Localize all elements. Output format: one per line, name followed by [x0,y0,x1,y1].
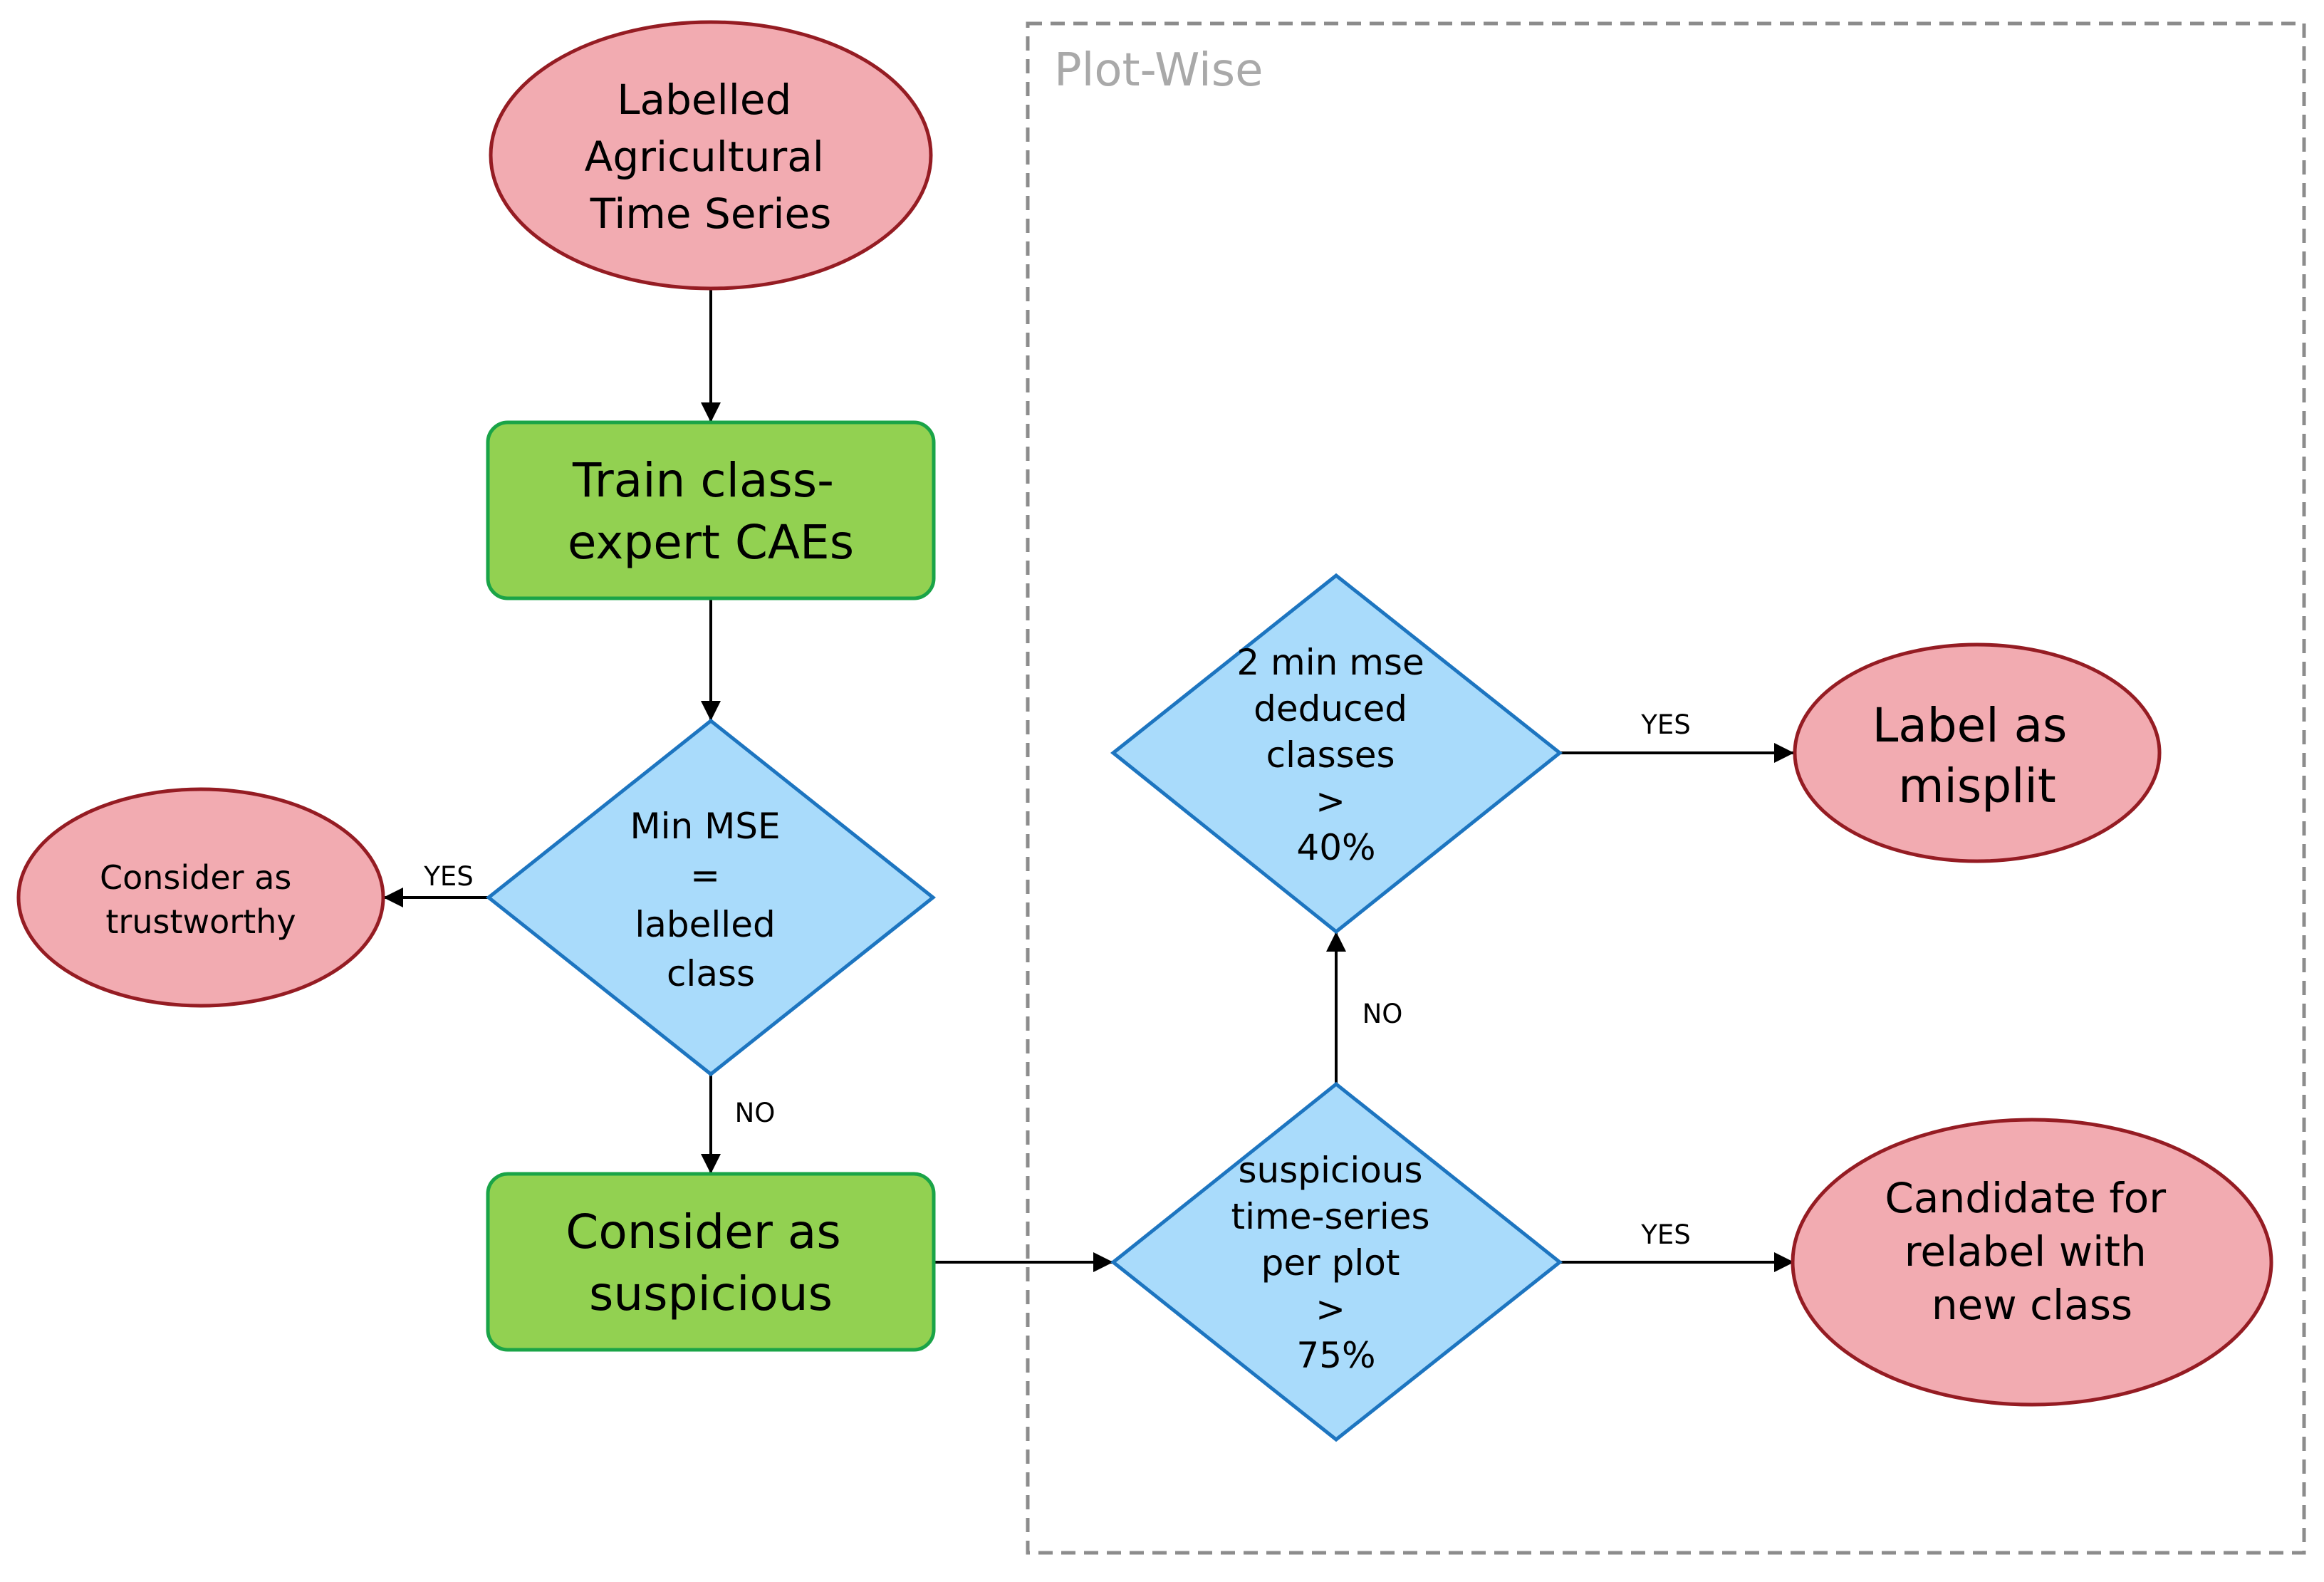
input-line-1: Labelled [617,76,791,124]
decision-mse-line-3: labelled [635,904,775,945]
decision-mse-line-2: = [690,855,720,896]
train-label: Train class- expert CAEs [568,453,854,570]
decision-plot-line-1: suspicious [1238,1150,1422,1191]
suspicious-label: Consider as suspicious [566,1204,855,1321]
decision-classes-line-5: 40% [1296,827,1375,868]
edge-label-mse-no: NO [735,1098,776,1128]
input-shape [489,20,933,291]
trustworthy-line-2: trustworthy [105,902,296,941]
trustworthy-line-1: Consider as [100,858,291,897]
misplit-label: Label as misplit [1872,698,2083,813]
decision-classes-line-2: deduced [1254,688,1407,729]
decision-plot-line-5: 75% [1296,1335,1375,1376]
plot-wise-group [1026,21,2306,1555]
decision-mse-line-1: Min MSE [630,806,781,847]
decision-plot-line-2: time-series [1231,1196,1430,1237]
node-decision-plot: suspicious time-series per plot > 75% [1110,1081,1563,1442]
trustworthy-shape [16,787,385,1008]
train-line-2: expert CAEs [568,515,854,570]
plot-wise-label: Plot-Wise [1054,44,1263,97]
misplit-shape [1793,642,2162,863]
suspicious-line-2: suspicious [589,1266,833,1321]
decision-classes-shape [1110,573,1563,935]
node-relabel: Candidate for relabel with new class [1791,1118,2273,1407]
input-line-2: Agricultural [585,132,824,181]
relabel-line-3: new class [1932,1281,2132,1329]
suspicious-line-1: Consider as [566,1204,840,1259]
relabel-shape [1791,1118,2273,1407]
decision-classes-line-4: > [1315,781,1345,822]
decision-classes-line-3: classes [1266,734,1395,776]
node-trustworthy: Consider as trustworthy [16,787,385,1008]
edge-label-plot-yes: YES [1640,1219,1690,1250]
decision-plot-shape [1110,1081,1563,1442]
decision-plot-line-3: per plot [1261,1242,1400,1284]
node-misplit: Label as misplit [1793,642,2162,863]
relabel-line-2: relabel with [1904,1227,2147,1276]
decision-mse-shape [485,718,937,1077]
input-label: Labelled Agricultural Time Series [585,76,838,238]
decision-classes-label: 2 min mse deduced classes > 40% [1236,642,1435,868]
decision-classes-line-1: 2 min mse [1236,642,1424,683]
misplit-line-1: Label as [1872,698,2068,753]
misplit-line-2: misplit [1898,759,2055,813]
decision-mse-label: Min MSE = labelled class [630,806,792,994]
train-line-1: Train class- [572,453,834,508]
node-suspicious: Consider as suspicious [486,1172,936,1352]
input-line-3: Time Series [590,189,832,238]
trustworthy-label: Consider as trustworthy [100,858,302,941]
node-train: Train class- expert CAEs [486,420,936,600]
train-shape [486,420,936,600]
relabel-line-1: Candidate for [1885,1174,2166,1222]
node-input: Labelled Agricultural Time Series [489,20,933,291]
edge-label-mse-yes: YES [423,861,473,892]
decision-plot-label: suspicious time-series per plot > 75% [1231,1150,1442,1376]
decision-plot-line-4: > [1315,1289,1345,1330]
relabel-label: Candidate for relabel with new class [1885,1174,2179,1329]
node-decision-mse: Min MSE = labelled class [485,718,937,1077]
suspicious-shape [486,1172,936,1352]
node-decision-classes: 2 min mse deduced classes > 40% [1110,573,1563,935]
decision-mse-line-4: class [667,953,755,994]
edge-label-plot-no: NO [1362,999,1403,1029]
edge-label-classes-yes: YES [1640,709,1690,740]
